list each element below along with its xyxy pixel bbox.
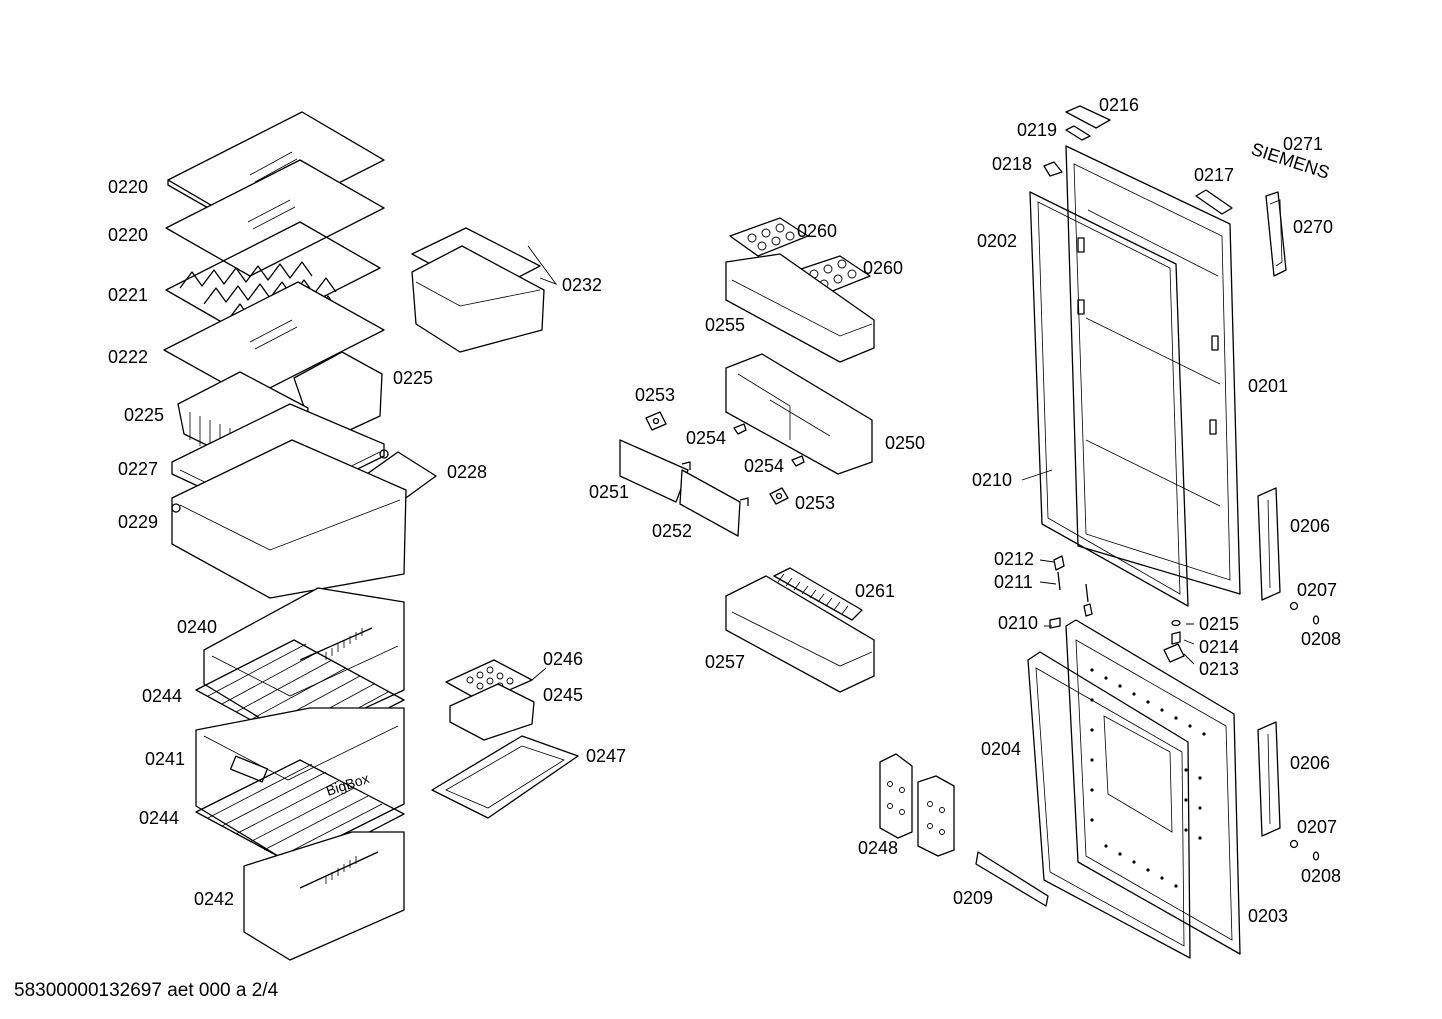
handle-0206-lower[interactable] bbox=[1257, 721, 1281, 837]
screw-0207-upper[interactable] bbox=[1289, 601, 1299, 611]
label-0207-upper: 0207 bbox=[1297, 580, 1337, 600]
screw-0207-lower[interactable] bbox=[1289, 839, 1299, 849]
door-seal-0202[interactable] bbox=[1029, 191, 1189, 607]
label-0245: 0245 bbox=[543, 685, 583, 705]
label-0213: 0213 bbox=[1199, 659, 1239, 679]
label-0260-top: 0260 bbox=[797, 221, 837, 241]
screw-0254-right[interactable] bbox=[791, 455, 805, 467]
label-0228: 0228 bbox=[447, 462, 487, 482]
freezer-door-0203[interactable] bbox=[1065, 619, 1241, 955]
label-0210-lower: 0210 bbox=[998, 613, 1038, 633]
handle-0206-upper[interactable] bbox=[1257, 487, 1281, 601]
label-0271: 0271 bbox=[1283, 134, 1323, 154]
label-0242: 0242 bbox=[194, 889, 234, 909]
drawer-0242[interactable] bbox=[243, 831, 405, 961]
cap-0219[interactable] bbox=[1065, 125, 1091, 141]
tray-0232[interactable] bbox=[411, 227, 545, 353]
washer-0208-lower[interactable] bbox=[1312, 851, 1320, 861]
door-seal-0204[interactable] bbox=[1027, 651, 1191, 959]
clip-0253-upper[interactable] bbox=[645, 411, 667, 431]
cap-0217[interactable] bbox=[1195, 189, 1233, 215]
label-0218: 0218 bbox=[992, 154, 1032, 174]
label-0220-top: 0220 bbox=[108, 177, 148, 197]
label-0247: 0247 bbox=[586, 746, 626, 766]
wire-grid-0244-lower[interactable] bbox=[195, 759, 405, 869]
label-0252: 0252 bbox=[652, 521, 692, 541]
label-0227: 0227 bbox=[118, 459, 158, 479]
door-shelf-0250[interactable] bbox=[725, 353, 873, 475]
document-id: 58300000132697 aet 000 a 2/4 bbox=[14, 980, 279, 1001]
label-0250: 0250 bbox=[885, 433, 925, 453]
label-0222: 0222 bbox=[108, 347, 148, 367]
egg-tray-0260-left[interactable] bbox=[729, 217, 809, 257]
label-0216: 0216 bbox=[1099, 95, 1139, 115]
cap-0216[interactable] bbox=[1065, 105, 1111, 129]
label-0260-right: 0260 bbox=[863, 258, 903, 278]
label-0212: 0212 bbox=[994, 549, 1034, 569]
cap-0218[interactable] bbox=[1043, 161, 1063, 177]
label-0241: 0241 bbox=[145, 749, 185, 769]
door-shelf-0257[interactable] bbox=[725, 575, 875, 693]
label-0244-upper: 0244 bbox=[142, 686, 182, 706]
label-0225-right: 0225 bbox=[393, 368, 433, 388]
cold-packs-0248[interactable] bbox=[879, 753, 955, 857]
label-0253-upper: 0253 bbox=[635, 385, 675, 405]
label-0248: 0248 bbox=[858, 838, 898, 858]
label-0261: 0261 bbox=[855, 581, 895, 601]
label-0214: 0214 bbox=[1199, 637, 1239, 657]
glass-shelf-0220-lower[interactable] bbox=[165, 159, 385, 277]
label-0232: 0232 bbox=[562, 275, 602, 295]
label-0204: 0204 bbox=[981, 739, 1021, 759]
ice-box-0245[interactable] bbox=[449, 683, 535, 741]
label-0220-lower: 0220 bbox=[108, 225, 148, 245]
label-0255: 0255 bbox=[705, 315, 745, 335]
fridge-door-0201[interactable] bbox=[1065, 145, 1241, 595]
label-0225-left: 0225 bbox=[124, 405, 164, 425]
label-0202: 0202 bbox=[977, 231, 1017, 251]
label-0208-upper: 0208 bbox=[1301, 629, 1341, 649]
handle-insert-0270[interactable] bbox=[1265, 191, 1287, 277]
strip-0209[interactable] bbox=[975, 851, 1049, 907]
screw-0254-left[interactable] bbox=[733, 423, 747, 435]
label-0201: 0201 bbox=[1248, 376, 1288, 396]
label-0257: 0257 bbox=[705, 652, 745, 672]
part-labels: 0220 0220 0221 0222 0225 0225 0227 0228 … bbox=[108, 95, 1341, 926]
tray-0247[interactable] bbox=[431, 735, 579, 819]
door-shelf-0255[interactable] bbox=[725, 253, 875, 363]
label-0246: 0246 bbox=[543, 649, 583, 669]
label-0209: 0209 bbox=[953, 888, 993, 908]
flap-0252[interactable] bbox=[679, 469, 749, 537]
label-0270: 0270 bbox=[1293, 217, 1333, 237]
crisper-frame-0229[interactable] bbox=[171, 439, 407, 599]
label-0210-upper: 0210 bbox=[972, 470, 1012, 490]
label-0251: 0251 bbox=[589, 482, 629, 502]
label-0254-right: 0254 bbox=[744, 456, 784, 476]
label-0211: 0211 bbox=[994, 572, 1033, 592]
label-0206-upper: 0206 bbox=[1290, 516, 1330, 536]
leader-lines bbox=[527, 245, 1195, 681]
hinge-parts[interactable] bbox=[1049, 555, 1185, 663]
washer-0208-upper[interactable] bbox=[1312, 615, 1320, 625]
label-0240: 0240 bbox=[177, 617, 217, 637]
label-0229: 0229 bbox=[118, 512, 158, 532]
label-0203: 0203 bbox=[1248, 906, 1288, 926]
retainer-0261[interactable] bbox=[773, 567, 863, 621]
label-0254-left: 0254 bbox=[686, 428, 726, 448]
label-0215: 0215 bbox=[1199, 614, 1239, 634]
label-0221: 0221 bbox=[108, 285, 148, 305]
clip-0253-lower[interactable] bbox=[769, 487, 789, 505]
label-0219: 0219 bbox=[1017, 120, 1057, 140]
label-0207-lower: 0207 bbox=[1297, 817, 1337, 837]
label-0208-lower: 0208 bbox=[1301, 866, 1341, 886]
label-0253-lower: 0253 bbox=[795, 493, 835, 513]
flap-0251[interactable] bbox=[619, 439, 691, 503]
label-0244-lower: 0244 bbox=[139, 808, 179, 828]
label-0206-lower: 0206 bbox=[1290, 753, 1330, 773]
label-0217: 0217 bbox=[1194, 165, 1234, 185]
